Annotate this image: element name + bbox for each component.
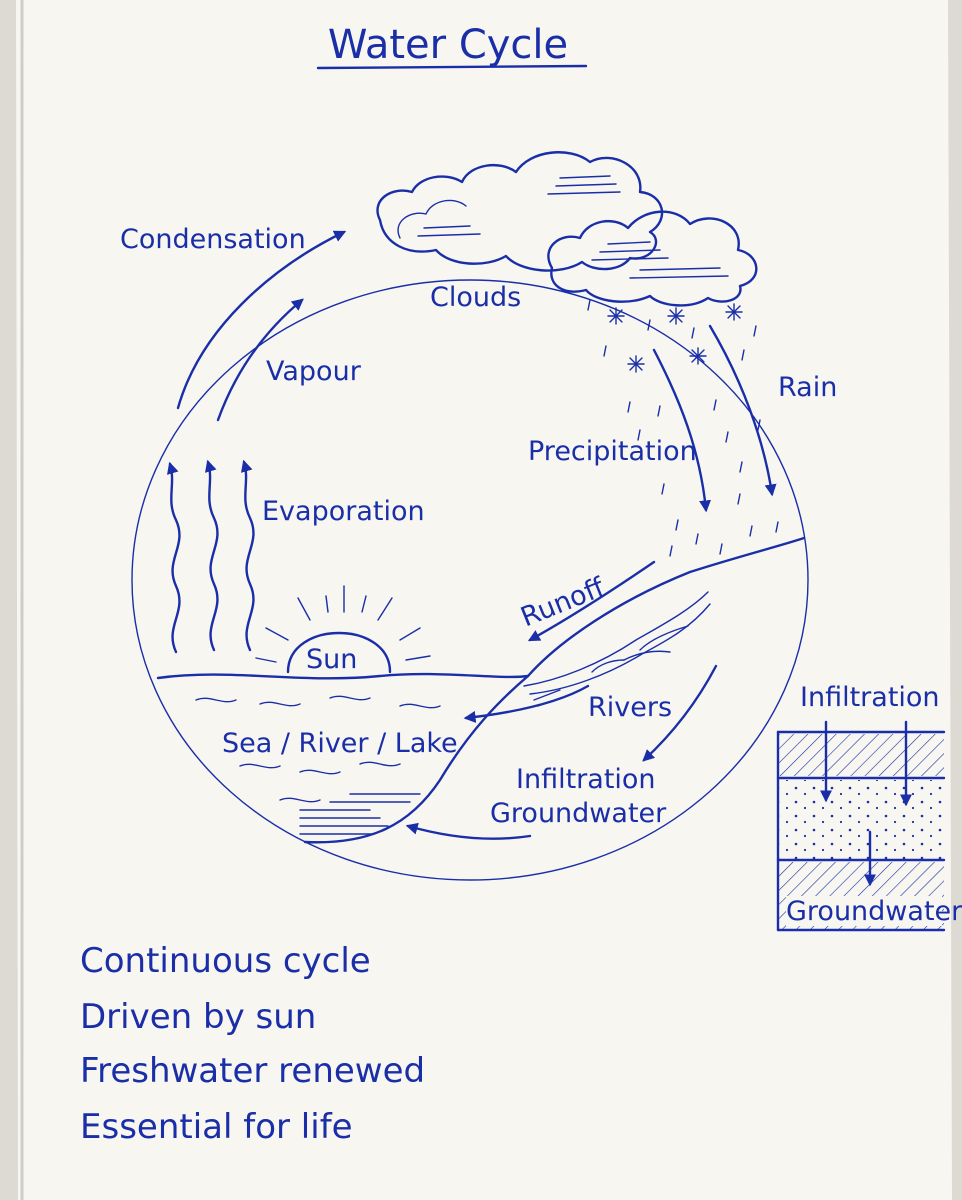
groundwater-arrow xyxy=(405,822,532,840)
label-rain: Rain xyxy=(778,372,837,403)
label-sun: Sun xyxy=(306,644,357,675)
clouds-illustration xyxy=(376,151,758,307)
condensation-arrow-outer xyxy=(176,230,347,410)
raindrops xyxy=(587,299,779,557)
rivers-arrow xyxy=(463,684,590,723)
label-evaporation: Evaporation xyxy=(262,496,425,527)
label-infiltration: Infiltration xyxy=(516,764,656,795)
evaporation-arrows xyxy=(167,459,255,654)
rain-arrow xyxy=(708,324,777,497)
title-underline xyxy=(316,64,588,70)
note-item: Continuous cycle xyxy=(80,941,371,981)
inset-soil-layer xyxy=(778,780,944,860)
label-rivers: Rivers xyxy=(588,692,672,723)
label-condensation: Condensation xyxy=(120,224,306,255)
soil-profile-inset: Infiltration Groundwater xyxy=(776,682,962,932)
note-item: Essential for life xyxy=(80,1107,353,1147)
inset-label-infiltration: Infiltration xyxy=(800,682,940,713)
label-vapour: Vapour xyxy=(266,356,362,387)
cloud-shading xyxy=(417,175,729,279)
diagram-title: Water Cycle xyxy=(328,22,568,68)
note-item: Driven by sun xyxy=(80,997,316,1037)
condensation-arrow-inner xyxy=(216,298,304,422)
paper-sheet xyxy=(16,0,952,1200)
runoff-arrow xyxy=(527,560,656,642)
label-groundwater: Groundwater xyxy=(490,798,667,829)
inset-label-bg xyxy=(786,896,942,926)
cycle-circle xyxy=(131,279,809,881)
label-precipitation: Precipitation xyxy=(528,436,697,467)
inset-topsoil-layer xyxy=(778,734,944,776)
label-clouds: Clouds xyxy=(430,282,521,313)
inset-label-groundwater: Groundwater xyxy=(786,896,962,927)
notes-list: Continuous cycle Driven by sun Freshwate… xyxy=(80,941,425,1147)
sun-icon xyxy=(255,585,431,674)
note-item: Freshwater renewed xyxy=(80,1051,425,1091)
label-sea-river-lake: Sea / River / Lake xyxy=(222,728,458,759)
infiltration-arrow xyxy=(642,664,718,762)
snowflake-icons xyxy=(607,303,743,373)
precipitation-arrow xyxy=(652,348,712,513)
